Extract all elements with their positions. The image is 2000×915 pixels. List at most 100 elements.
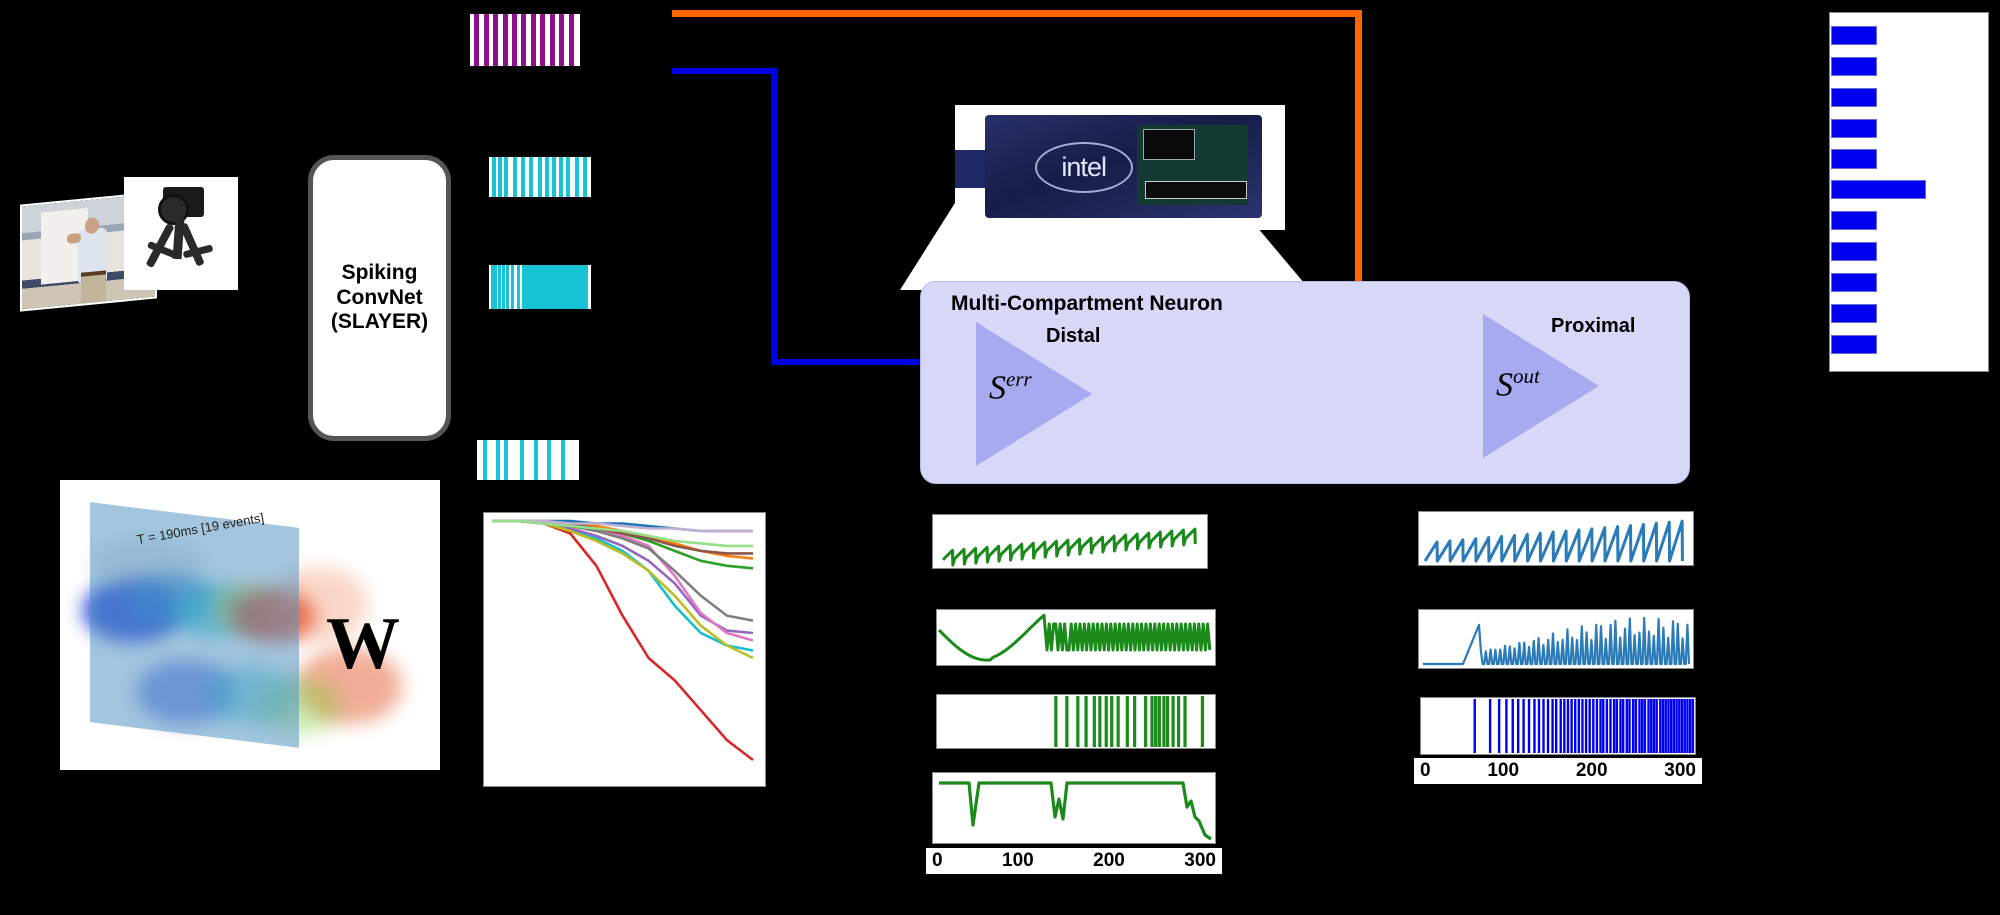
spike-tick bbox=[1065, 696, 1069, 747]
orange-wire-vertical bbox=[1355, 10, 1362, 370]
spike-tick bbox=[1661, 699, 1665, 753]
spike-tick bbox=[549, 14, 555, 66]
proximal-symbol-sup: out bbox=[1513, 364, 1540, 388]
spike-tick bbox=[551, 157, 556, 197]
spike-tick bbox=[537, 265, 541, 309]
trace-line bbox=[939, 781, 1212, 841]
proximal-symbol-base: S bbox=[1496, 366, 1513, 404]
trace-line bbox=[1423, 616, 1691, 666]
spike-tick bbox=[1683, 699, 1686, 753]
spike-tick bbox=[566, 157, 571, 197]
spike-tick bbox=[1581, 699, 1584, 753]
spike-tick bbox=[567, 265, 571, 309]
spike-tick bbox=[474, 14, 480, 66]
spike-tick bbox=[533, 440, 538, 480]
spike-tick bbox=[1157, 696, 1161, 747]
spike-tick bbox=[1559, 699, 1562, 753]
spike-tick bbox=[1602, 699, 1605, 753]
spike-tick bbox=[1125, 696, 1129, 747]
spike-tick bbox=[1183, 696, 1187, 747]
green-tick-100: 100 bbox=[1002, 850, 1034, 871]
multi-compartment-neuron-box[interactable]: Multi-Compartment Neuron Distal Serr Pro… bbox=[920, 281, 1690, 484]
spike-tick bbox=[1144, 696, 1148, 747]
spike-tick bbox=[1522, 699, 1525, 753]
spike-tick bbox=[490, 265, 494, 309]
spike-tick bbox=[1566, 699, 1570, 753]
spike-tick bbox=[558, 157, 563, 197]
event-camera-photo bbox=[124, 177, 238, 290]
spike-tick bbox=[512, 14, 517, 66]
spike-tick bbox=[1104, 696, 1108, 747]
distal-error-svg bbox=[939, 781, 1212, 841]
spike-tick bbox=[1675, 699, 1678, 753]
spike-tick bbox=[1166, 696, 1170, 747]
class-output-bar-chart bbox=[1829, 12, 1989, 372]
event-cloud-visualization: T = 190ms [19 events] W bbox=[60, 480, 440, 770]
chip-housing: intel bbox=[984, 115, 1262, 218]
proximal-voltage-svg bbox=[1423, 519, 1684, 563]
spike-tick bbox=[497, 157, 502, 197]
spike-tick bbox=[546, 440, 551, 480]
proximal-current-svg bbox=[1423, 616, 1691, 666]
spike-tick bbox=[1076, 696, 1080, 747]
spike-tick bbox=[1054, 696, 1058, 747]
spike-tick bbox=[483, 14, 489, 66]
spike-tick bbox=[1592, 699, 1595, 753]
blue-tick-300: 300 bbox=[1664, 760, 1696, 781]
blue-wire-vertical bbox=[771, 68, 777, 365]
distal-voltage-panel bbox=[932, 514, 1208, 569]
spike-tick bbox=[1688, 699, 1692, 753]
spike-tick bbox=[562, 265, 566, 309]
blue-tick-0: 0 bbox=[1420, 760, 1431, 781]
proximal-label: Proximal bbox=[1551, 315, 1636, 337]
spike-tick bbox=[529, 157, 534, 197]
distal-symbol-base: S bbox=[989, 369, 1006, 407]
spike-tick bbox=[1200, 696, 1205, 747]
spike-tick bbox=[1546, 699, 1550, 753]
spike-tick bbox=[1655, 699, 1658, 753]
spike-tick bbox=[575, 157, 580, 197]
blue-tick-100: 100 bbox=[1487, 760, 1520, 781]
green-tick-200: 200 bbox=[1093, 850, 1125, 871]
slayer-line-3: (SLAYER) bbox=[330, 310, 429, 334]
distal-raster-svg bbox=[1054, 696, 1205, 747]
spike-tick bbox=[497, 265, 501, 309]
spike-tick bbox=[1527, 699, 1531, 753]
spike-tick bbox=[521, 157, 526, 197]
spike-tick bbox=[1098, 696, 1102, 747]
class-bar bbox=[1831, 211, 1878, 231]
intel-loihi-device: intel bbox=[955, 105, 1285, 230]
input-spike-raster-magenta bbox=[470, 14, 580, 66]
blue-wire-into-distal bbox=[771, 359, 946, 365]
spike-tick bbox=[1672, 699, 1676, 753]
slayer-line-1: Spiking bbox=[341, 261, 418, 285]
spike-tick bbox=[1563, 699, 1566, 753]
spike-tick bbox=[1588, 699, 1591, 753]
class-bar bbox=[1831, 180, 1927, 200]
spike-tick bbox=[501, 265, 505, 309]
spike-tick bbox=[552, 265, 556, 309]
spike-tick bbox=[520, 440, 525, 480]
spike-tick bbox=[1133, 696, 1137, 747]
spike-tick bbox=[1505, 699, 1508, 753]
spike-tick bbox=[1116, 696, 1120, 747]
spike-tick bbox=[1686, 699, 1689, 753]
class-bar bbox=[1831, 118, 1878, 138]
spike-tick bbox=[1678, 699, 1681, 753]
proximal-raster-svg bbox=[1473, 699, 1695, 753]
green-tick-0: 0 bbox=[932, 850, 943, 871]
distal-error-panel bbox=[932, 772, 1216, 844]
spike-tick bbox=[532, 265, 536, 309]
spike-tick bbox=[1652, 699, 1656, 753]
loss-curve bbox=[492, 519, 753, 533]
spike-tick bbox=[512, 157, 517, 197]
orange-wire-horizontal bbox=[672, 10, 1362, 17]
spiking-convnet-block[interactable]: Spiking ConvNet (SLAYER) bbox=[308, 155, 451, 441]
spike-tick bbox=[538, 157, 542, 197]
proximal-spike-raster-panel bbox=[1420, 697, 1696, 755]
spike-tick bbox=[503, 157, 508, 197]
spike-tick bbox=[579, 265, 583, 309]
neuron-box-title: Multi-Compartment Neuron bbox=[951, 292, 1223, 315]
spike-tick bbox=[1609, 699, 1612, 753]
intel-logo: intel bbox=[1034, 141, 1133, 193]
